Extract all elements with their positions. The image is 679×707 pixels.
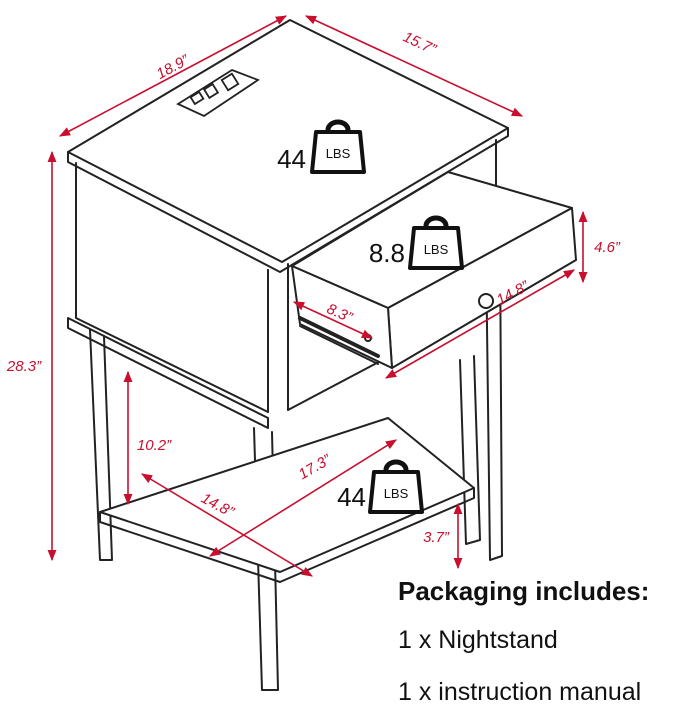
dim-line-shelf-depth xyxy=(209,439,397,557)
weight-drawer-unit: LBS xyxy=(424,242,449,257)
weight-shelf-value: 44 xyxy=(337,482,366,512)
weight-drawer-value: 8.8 xyxy=(369,238,405,268)
dim-shelf-clearance: 10.2” xyxy=(137,437,172,454)
dim-top-depth: 15.7” xyxy=(400,28,439,58)
weight-shelf-unit: LBS xyxy=(384,486,409,501)
weight-capacity-drawer: 8.8 LBS xyxy=(369,215,464,270)
back-left-leg xyxy=(89,329,113,561)
dim-line-drawer-width xyxy=(385,269,575,379)
packaging-item: 1 x Nightstand xyxy=(398,626,558,654)
drawer-knob xyxy=(478,293,494,309)
back-right-leg xyxy=(459,355,481,545)
packaging-item: 1 x instruction manual xyxy=(398,678,642,706)
dim-top-width: 18.9” xyxy=(154,51,193,83)
dim-drawer-height: 4.6” xyxy=(594,239,621,256)
apron xyxy=(67,317,269,429)
front-right-leg xyxy=(485,243,503,561)
weight-capacity-shelf: 44 LBS xyxy=(337,459,424,514)
weight-top-unit: LBS xyxy=(326,146,351,161)
dim-line-top-width xyxy=(59,15,287,137)
dim-shelf-ground-clearance: 3.7” xyxy=(423,529,450,546)
dim-overall-height: 28.3” xyxy=(6,358,42,375)
weight-icon xyxy=(408,215,464,270)
packaging-title: Packaging includes: xyxy=(398,576,650,606)
dimension-lines xyxy=(47,15,588,577)
dim-line-drawer-depth xyxy=(292,301,374,339)
weight-icon xyxy=(368,459,424,514)
weight-icon xyxy=(310,119,366,174)
dim-line-top-depth xyxy=(304,15,524,117)
weight-capacity-top: 44 LBS xyxy=(277,119,366,174)
weight-top-value: 44 xyxy=(277,144,306,174)
